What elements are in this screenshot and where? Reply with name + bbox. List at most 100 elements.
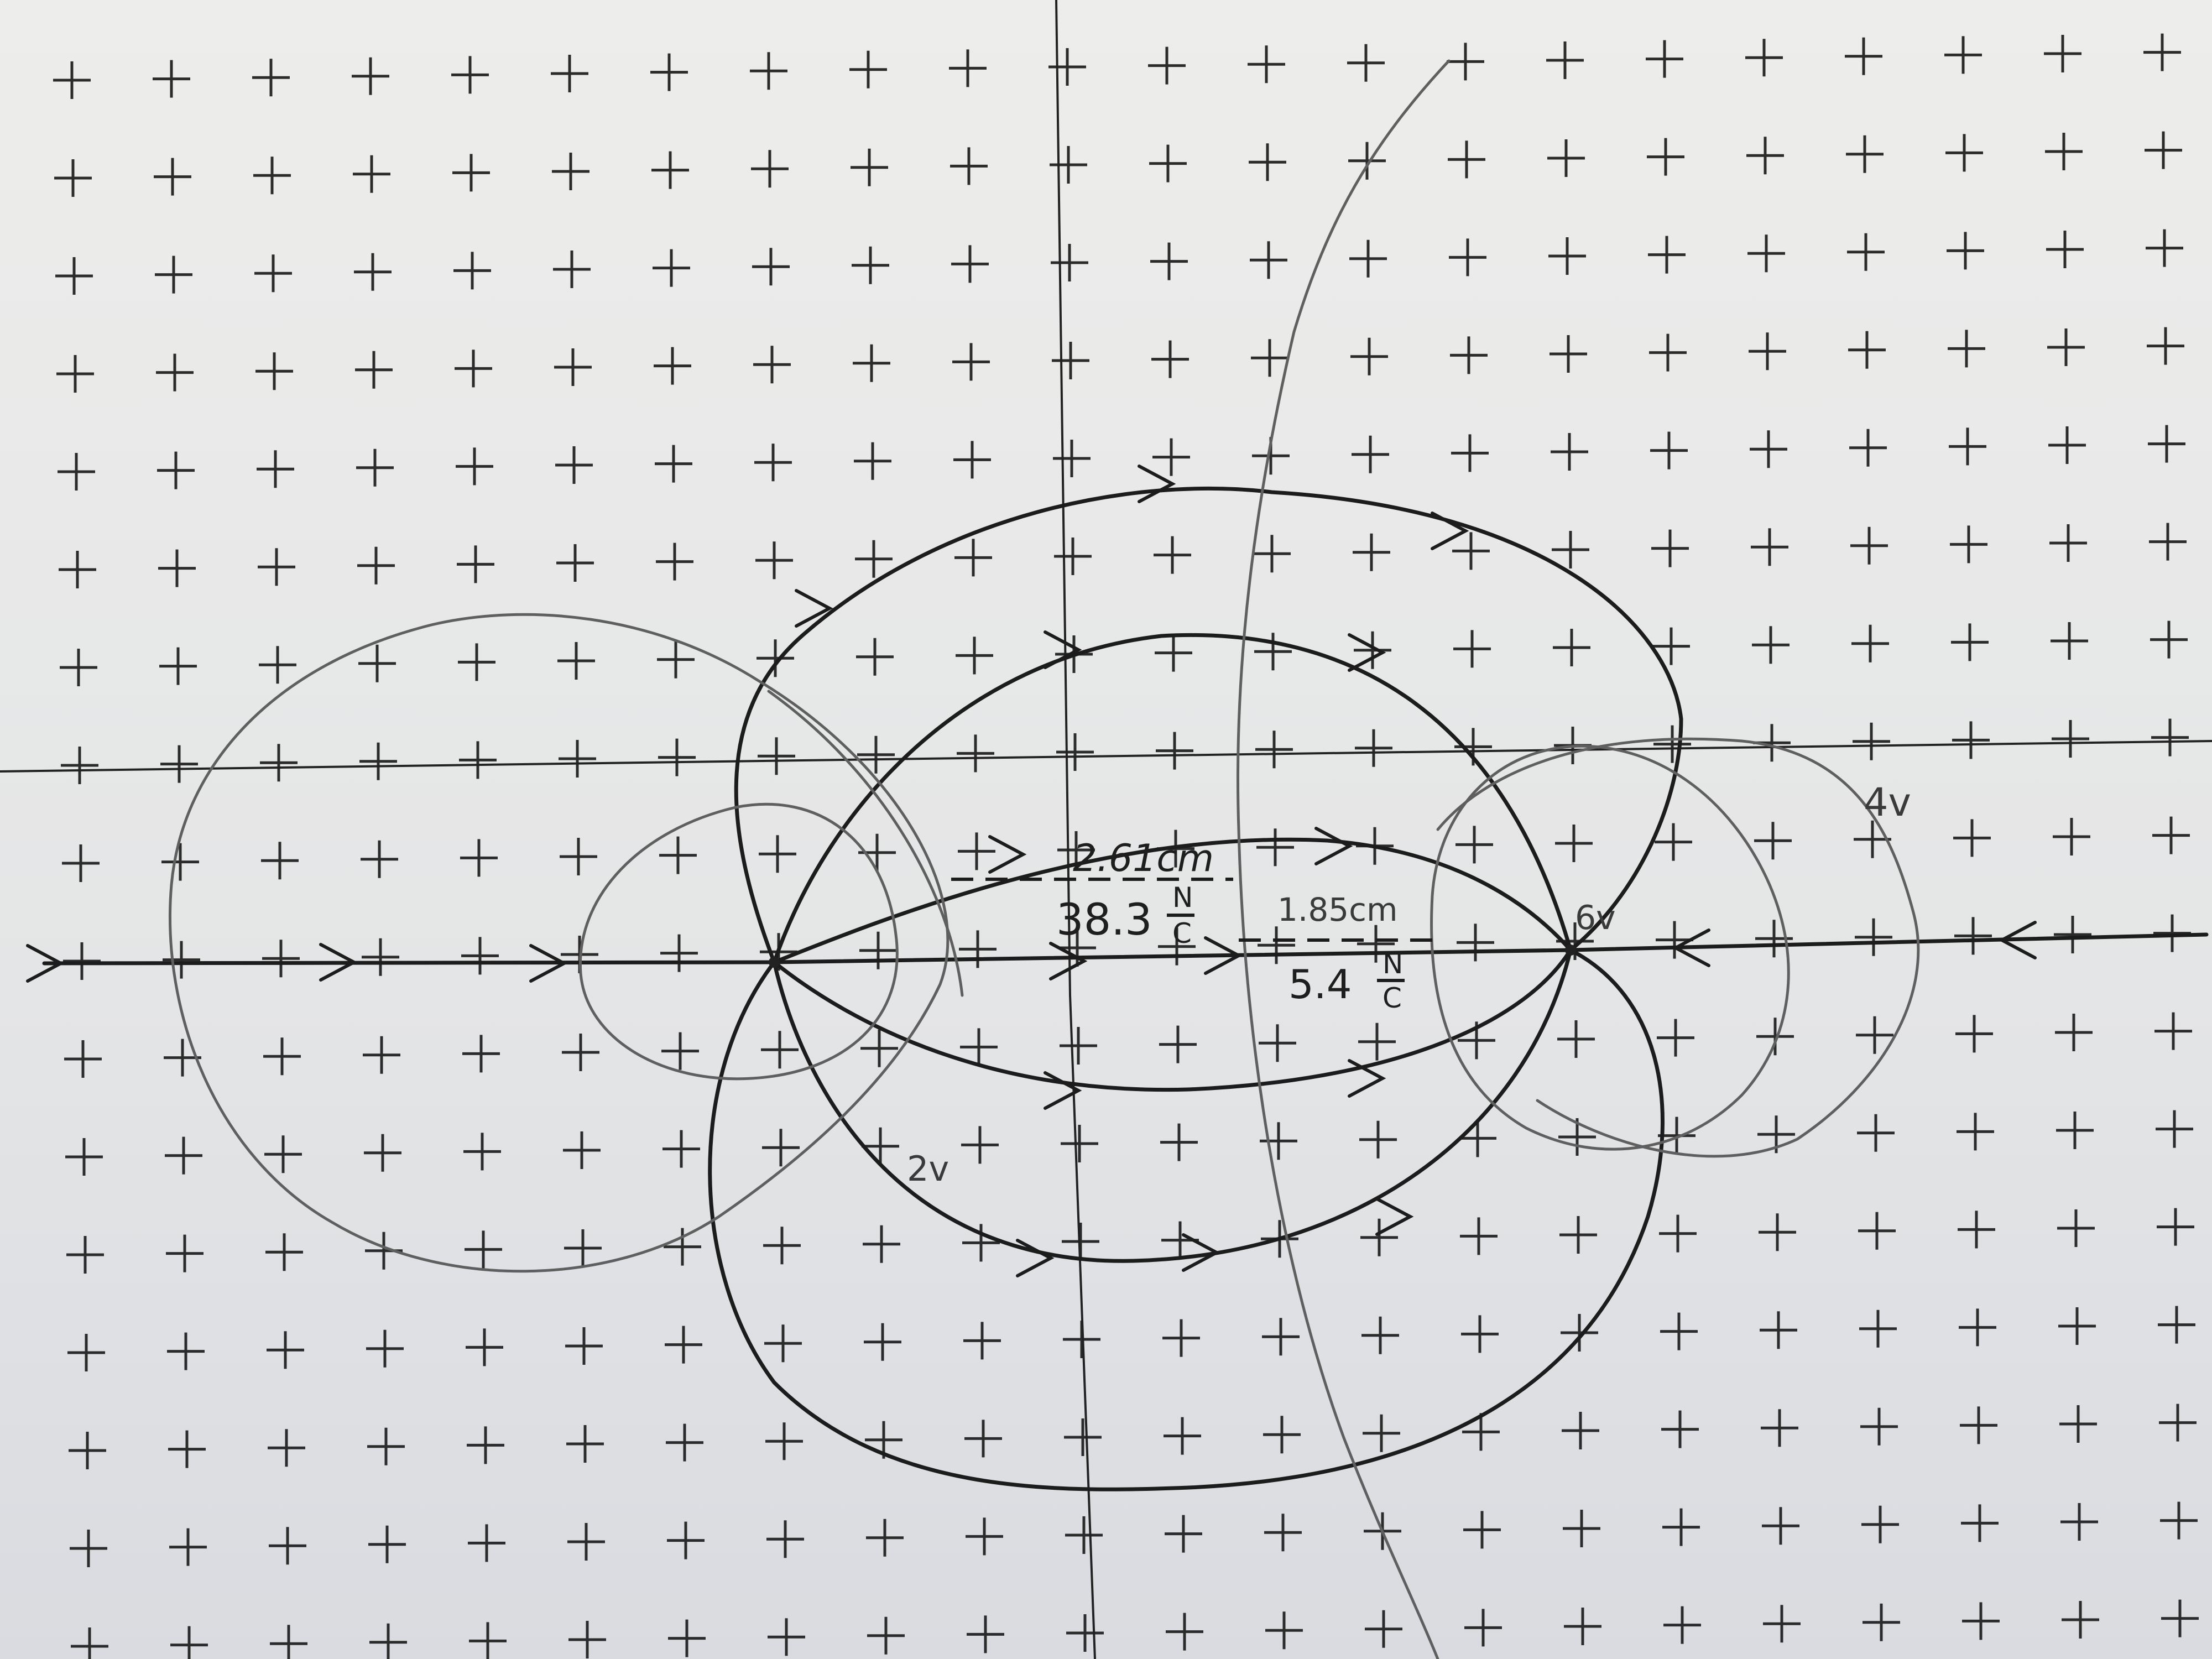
grid-plus-mark: [2156, 1110, 2193, 1148]
grid-plus-mark: [963, 1322, 1001, 1360]
grid-plus-mark: [1662, 1508, 1700, 1546]
grid-plus-mark: [1156, 732, 1193, 770]
field-arrowhead: [795, 589, 833, 628]
grid-plus-mark: [1052, 342, 1089, 379]
field-line-upper-outer: [734, 486, 1683, 964]
grid-plus-mark: [1646, 40, 1683, 78]
grid-plus-mark: [65, 1138, 103, 1176]
grid-plus-mark: [954, 539, 992, 577]
grid-plus-mark: [949, 49, 987, 87]
grid-plus-mark: [758, 737, 795, 775]
grid-plus-mark: [357, 546, 395, 585]
grid-plus-mark: [966, 1517, 1003, 1556]
grid-plus-mark: [2051, 622, 2088, 660]
grid-plus-mark: [1947, 232, 1984, 270]
field-arrowhead: [1672, 928, 1710, 967]
grid-plus-mark: [369, 1623, 407, 1659]
grid-plus-mark: [1550, 335, 1587, 373]
grid-plus-mark: [67, 1334, 105, 1371]
grid-plus-mark: [2148, 425, 2185, 463]
grid-plus-mark: [2054, 916, 2091, 953]
grid-plus-mark: [1653, 725, 1691, 763]
grid-plus-mark: [1365, 1610, 1402, 1648]
field-arrowhead: [1138, 465, 1176, 503]
grid-plus-mark: [1648, 236, 1686, 274]
grid-plus-mark: [1958, 1211, 1995, 1249]
grid-plus-mark: [1250, 241, 1287, 279]
grid-plus-mark: [852, 246, 889, 284]
grid-plus-mark: [465, 1230, 502, 1269]
grid-plus-mark: [156, 353, 194, 392]
grid-plus-mark: [851, 148, 888, 186]
field-label-2-num: N: [1383, 948, 1403, 980]
grid-plus-mark: [2048, 426, 2086, 464]
field-line-upper-mid: [772, 633, 1573, 964]
grid-plus-mark: [556, 544, 594, 582]
grid-plus-mark: [367, 1427, 405, 1465]
grid-plus-mark: [358, 644, 396, 682]
field-arrowhead: [1016, 1239, 1055, 1277]
grid-plus-mark: [658, 738, 696, 776]
grid-plus-mark: [168, 1430, 206, 1468]
grid-plus-mark: [659, 836, 697, 874]
grid-plus-mark: [2147, 327, 2184, 365]
grid-plus-mark: [1756, 1018, 1794, 1056]
grid-plus-mark: [366, 1329, 404, 1368]
grid-plus-mark: [665, 1326, 702, 1364]
grid-plus-mark: [1747, 234, 1785, 273]
distance-label-2: 1.85cm: [1277, 891, 1398, 928]
grid-plus-mark: [1754, 822, 1792, 860]
grid-plus-mark: [361, 840, 398, 878]
grid-plus-mark: [1060, 1027, 1097, 1065]
grid-plus-mark: [267, 1331, 304, 1369]
grid-plus-mark: [59, 551, 96, 588]
grid-plus-mark: [565, 1327, 603, 1365]
grid-plus-mark: [1552, 531, 1589, 568]
grid-plus-mark: [451, 56, 489, 94]
grid-plus-mark: [2146, 229, 2183, 267]
grid-plus-mark: [1861, 1505, 1899, 1543]
grid-plus-mark: [1650, 431, 1688, 469]
grid-plus-mark: [862, 1127, 899, 1165]
grid-plus-mark: [562, 1034, 599, 1071]
grid-plus-mark: [55, 257, 93, 295]
grid-plus-mark: [1761, 1409, 1798, 1447]
grid-plus-mark: [355, 351, 393, 389]
grid-plus-mark: [53, 61, 91, 99]
grid-plus-mark: [568, 1621, 606, 1658]
field-label-2: 5.4 N C: [1288, 948, 1405, 1014]
grid-plus-mark: [757, 639, 794, 677]
grid-plus-mark: [459, 741, 497, 779]
grid-plus-mark: [1158, 927, 1196, 966]
grid-plus-mark: [854, 442, 891, 480]
grid-plus-mark: [759, 835, 796, 873]
field-line-lower-inner: [772, 948, 1573, 1092]
field-arrowhead: [988, 835, 1027, 874]
grid-plus-mark: [1457, 924, 1494, 962]
grid-plus-mark: [555, 446, 593, 484]
grid-plus-mark: [1860, 1407, 1898, 1446]
grid-plus-mark: [1655, 823, 1692, 861]
grid-plus-mark: [655, 445, 692, 483]
grid-plus-mark: [2160, 1501, 2198, 1540]
grid-plus-mark: [1455, 826, 1493, 864]
grid-plus-mark: [2047, 328, 2085, 366]
grid-plus-mark: [1449, 238, 1486, 276]
equipotential-2v-line: [767, 690, 964, 997]
grid-plus-mark: [1660, 1312, 1698, 1350]
field-arrows: [26, 465, 2037, 1277]
grid-plus-mark: [1652, 627, 1690, 665]
grid-plus-mark: [368, 1525, 406, 1563]
grid-plus-mark: [155, 255, 192, 294]
label-6v: 6v: [1575, 899, 1616, 937]
grid-plus-mark: [1259, 1024, 1296, 1062]
grid-plus-mark: [566, 1425, 604, 1463]
grid-plus-mark: [661, 1032, 699, 1070]
grid-plus-mark: [1451, 434, 1489, 472]
grid-plus-mark: [452, 154, 490, 192]
grid-plus-mark: [353, 155, 390, 193]
field-arrowhead: [1044, 1071, 1082, 1110]
grid-plus-mark: [63, 942, 101, 980]
